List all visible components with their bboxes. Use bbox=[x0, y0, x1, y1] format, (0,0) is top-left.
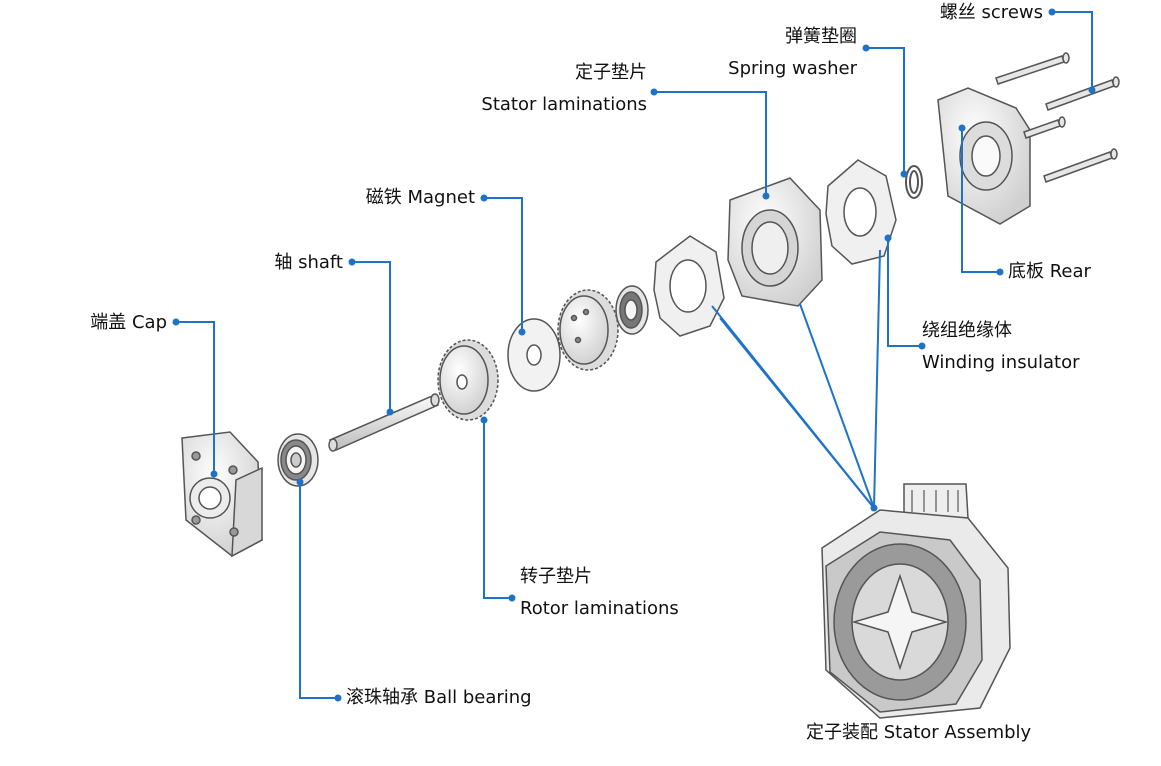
label-stator-laminations-en: Stator laminations bbox=[481, 94, 647, 115]
leader-dots bbox=[172, 8, 1096, 702]
ball-bearing-part bbox=[277, 433, 319, 487]
winding-insulator-rear-part bbox=[825, 159, 897, 265]
spring-washer-part bbox=[905, 165, 923, 199]
label-magnet: 磁铁 Magnet bbox=[365, 187, 475, 208]
stator-assembly-part bbox=[821, 483, 1011, 719]
small-bearing-part bbox=[615, 285, 649, 335]
winding-insulator-front-part bbox=[653, 235, 725, 337]
label-ball-bearing: 滚珠轴承 Ball bearing bbox=[346, 687, 532, 708]
magnet-part bbox=[507, 318, 561, 392]
label-screws: 螺丝 screws bbox=[939, 2, 1043, 23]
label-spring-washer-en: Spring washer bbox=[728, 58, 857, 79]
label-winding-insulator-cn: 绕组绝缘体 bbox=[922, 320, 1012, 341]
leader-cap bbox=[176, 321, 215, 474]
label-stator-laminations-cn: 定子垫片 bbox=[575, 62, 647, 83]
label-cap: 端盖 Cap bbox=[90, 312, 167, 333]
cap-part bbox=[181, 431, 263, 558]
stator-laminations-part bbox=[727, 177, 823, 307]
leader-spring-washer bbox=[866, 47, 905, 174]
leader-ball-bearing bbox=[299, 482, 338, 699]
leader-stator-laminations bbox=[654, 91, 767, 196]
leader-screws bbox=[1052, 11, 1093, 90]
leader-rotor-laminations bbox=[483, 420, 512, 599]
label-rotor-laminations-cn: 转子垫片 bbox=[520, 566, 592, 587]
label-spring-washer-cn: 弹簧垫圈 bbox=[785, 26, 857, 47]
leader-lines bbox=[176, 11, 1093, 699]
leader-rear bbox=[961, 128, 1000, 273]
rear-plate-part bbox=[937, 87, 1031, 225]
label-shaft: 轴 shaft bbox=[274, 252, 343, 273]
leader-shaft bbox=[352, 261, 391, 412]
leader-assembly-b bbox=[719, 317, 875, 509]
label-stator-assembly: 定子装配 Stator Assembly bbox=[806, 722, 1032, 743]
label-rear: 底板 Rear bbox=[1008, 261, 1091, 282]
label-winding-insulator-en: Winding insulator bbox=[922, 352, 1080, 373]
rotor-laminations-part bbox=[437, 339, 499, 421]
screws-part bbox=[995, 52, 1120, 183]
rotor-gear-part bbox=[557, 289, 619, 371]
leader-magnet bbox=[484, 197, 523, 332]
shaft-part bbox=[328, 393, 440, 452]
label-rotor-laminations-en: Rotor laminations bbox=[520, 598, 679, 619]
leader-assembly-d bbox=[873, 249, 881, 509]
leader-winding-insulator bbox=[887, 238, 922, 347]
leader-assembly-c bbox=[799, 303, 875, 509]
